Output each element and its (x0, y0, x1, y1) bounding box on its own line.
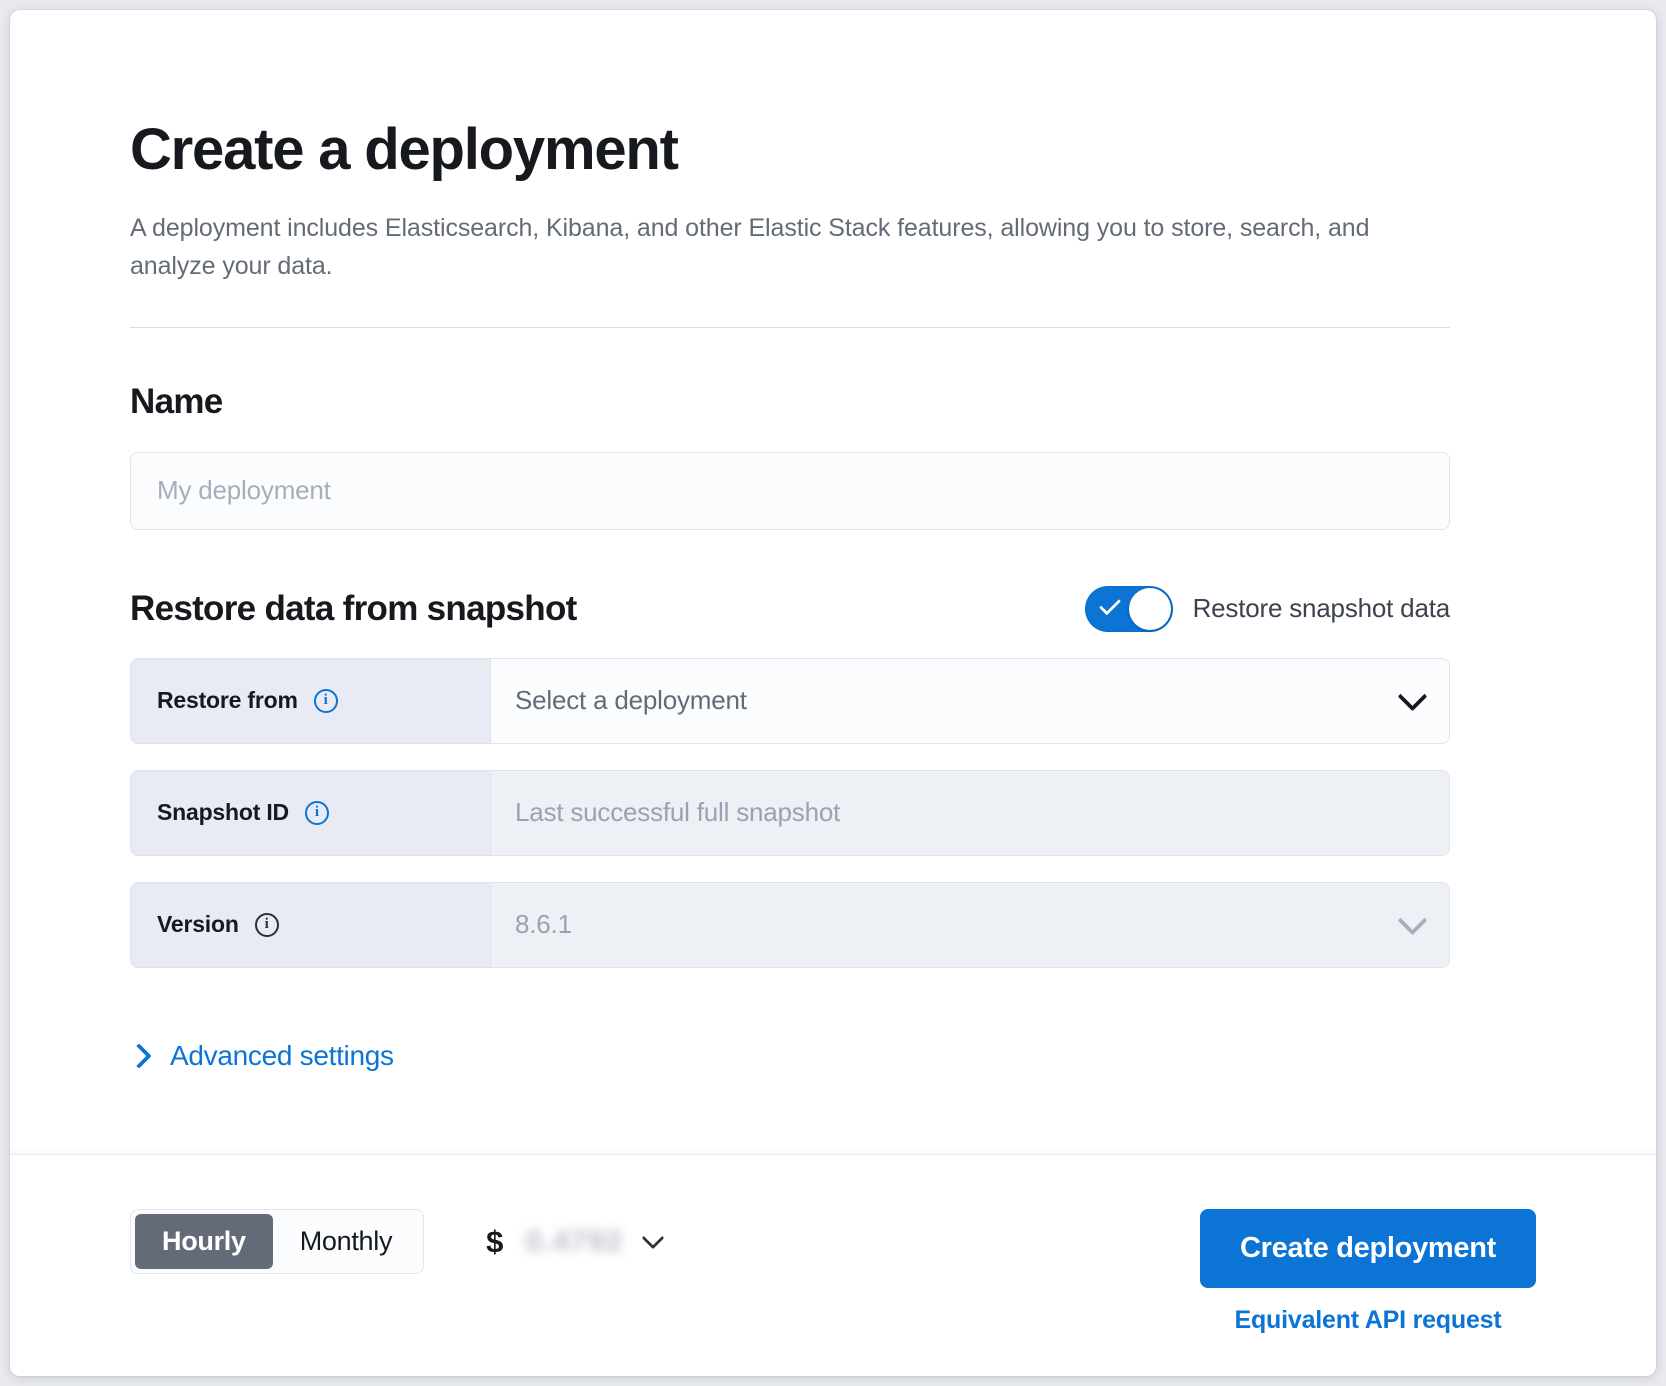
restore-snapshot-toggle-label: Restore snapshot data (1192, 593, 1451, 624)
chevron-right-icon (126, 1043, 152, 1069)
create-deployment-card: Create a deployment A deployment include… (10, 10, 1656, 1376)
info-icon[interactable]: i (313, 688, 338, 713)
deployment-name-input[interactable]: My deployment (130, 451, 1450, 530)
snapshot-id-input[interactable]: Last successful full snapshot (491, 770, 1449, 855)
restore-from-label: Restore from (157, 687, 298, 714)
version-value: 8.6.1 (515, 909, 572, 940)
card-body: Create a deployment A deployment include… (10, 10, 1656, 1154)
snapshot-id-label: Snapshot ID (157, 799, 289, 826)
page-subtitle: A deployment includes Elasticsearch, Kib… (130, 213, 1370, 280)
billing-period-segmented-control[interactable]: Hourly Monthly (130, 1209, 425, 1274)
snapshot-id-row[interactable]: Snapshot ID i Last successful full snaps… (130, 769, 1450, 856)
chevron-down-icon[interactable] (1397, 681, 1428, 712)
price-display[interactable]: $ 0.4792 (486, 1223, 665, 1260)
create-deployment-button[interactable]: Create deployment (1200, 1209, 1536, 1288)
restore-section-heading: Restore data from snapshot (130, 588, 577, 628)
restore-from-select[interactable]: Select a deployment (491, 658, 1449, 743)
restore-from-row[interactable]: Restore from i Select a deployment (130, 657, 1450, 744)
deployment-name-placeholder: My deployment (157, 475, 331, 506)
info-icon[interactable]: i (304, 800, 329, 825)
currency-symbol: $ (486, 1223, 504, 1259)
toggle-knob (1128, 587, 1171, 630)
version-row[interactable]: Version i 8.6.1 (130, 881, 1450, 968)
billing-monthly-button[interactable]: Monthly (273, 1214, 419, 1269)
advanced-settings-toggle[interactable]: Advanced settings (126, 1039, 394, 1072)
footer-left-group: Hourly Monthly $ 0.4792 (130, 1209, 665, 1274)
header-divider (130, 326, 1450, 328)
restore-from-label-cell: Restore from i (131, 658, 491, 743)
page-title: Create a deployment (130, 117, 679, 182)
version-label-cell: Version i (131, 882, 491, 967)
advanced-settings-label: Advanced settings (170, 1039, 394, 1071)
version-label: Version (157, 911, 239, 938)
snapshot-id-value: Last successful full snapshot (515, 797, 841, 828)
version-select[interactable]: 8.6.1 (491, 882, 1449, 967)
content-column: Create a deployment A deployment include… (126, 117, 1530, 1072)
restore-from-value: Select a deployment (515, 685, 747, 716)
restore-section-header: Restore data from snapshot Restore snaps… (130, 585, 1451, 632)
restore-snapshot-toggle[interactable] (1084, 585, 1173, 632)
info-icon[interactable]: i (254, 912, 279, 937)
billing-hourly-button[interactable]: Hourly (135, 1214, 273, 1269)
footer-bar: Hourly Monthly $ 0.4792 Create deploymen… (10, 1154, 1656, 1376)
footer-right-group: Create deployment Equivalent API request (1200, 1209, 1536, 1335)
chevron-down-icon[interactable] (1397, 905, 1428, 936)
snapshot-id-label-cell: Snapshot ID i (131, 770, 491, 855)
restore-snapshot-toggle-group[interactable]: Restore snapshot data (1084, 585, 1451, 632)
equivalent-api-request-link[interactable]: Equivalent API request (1234, 1306, 1502, 1334)
chevron-down-icon[interactable] (641, 1226, 665, 1250)
check-icon (1098, 593, 1121, 616)
name-section-heading: Name (130, 381, 223, 421)
price-amount: 0.4792 (525, 1224, 624, 1258)
